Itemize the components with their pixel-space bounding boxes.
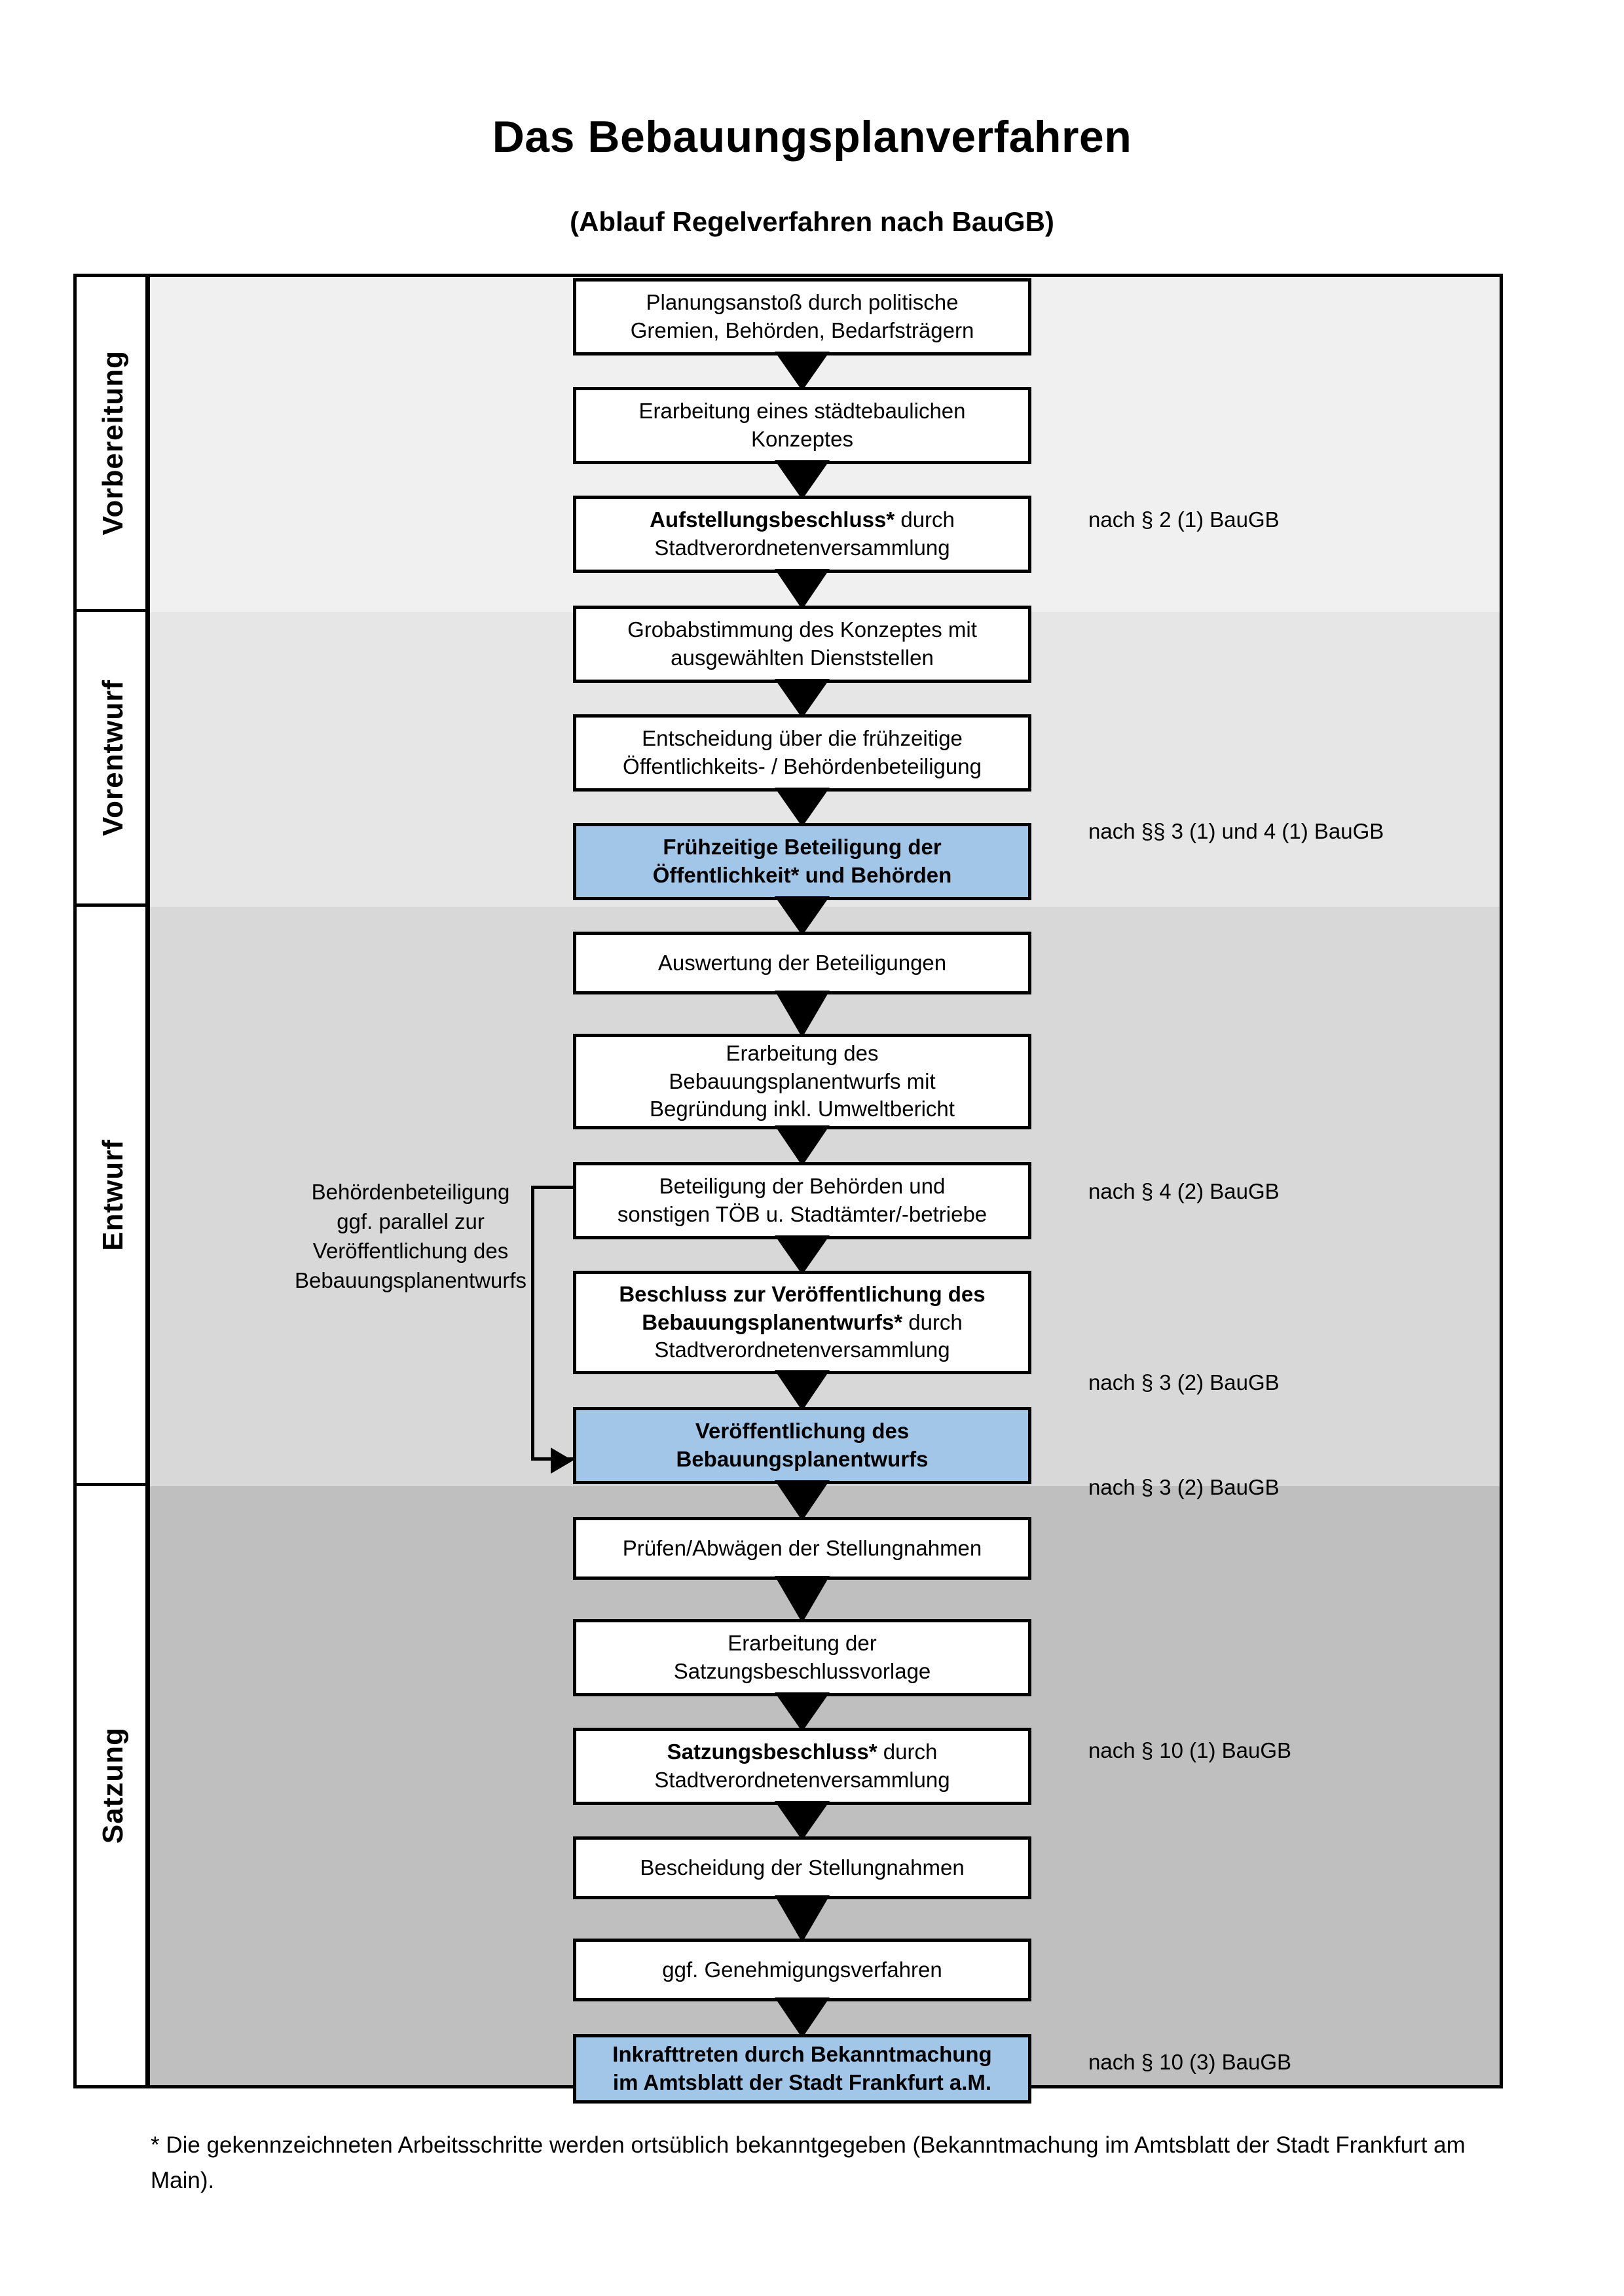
phase-label-vorentwurf: Vorentwurf — [97, 680, 129, 836]
flow-arrow-bescheidung-stellungnahmen — [775, 1895, 830, 1942]
phase-cell-satzung: Satzung — [77, 1486, 150, 2085]
flow-arrow-satzungsbeschluss — [775, 1801, 830, 1840]
flow-arrow-satzungsbeschlussvorlage — [775, 1692, 830, 1732]
phase-cell-vorentwurf: Vorentwurf — [77, 612, 150, 907]
phase-label-vorbereitung: Vorbereitung — [97, 350, 129, 536]
flow-arrow-pruefen-abwaegen — [775, 1576, 830, 1623]
page-subtitle: (Ablauf Regelverfahren nach BauGB) — [570, 206, 1054, 237]
step-box-bescheidung-stellungnahmen[interactable]: Bescheidung der Stellungnahmen — [573, 1836, 1031, 1899]
legal-reference-ref-par2-1: nach § 2 (1) BauGB — [1088, 507, 1280, 532]
legal-reference-ref-par3-2-b: nach § 3 (2) BauGB — [1088, 1475, 1280, 1499]
side-note-line: Behördenbeteiligung — [311, 1180, 510, 1204]
step-box-text: Auswertung der Beteiligungen — [657, 950, 947, 975]
step-box-text: ggf. Genehmigungsverfahren — [662, 1957, 942, 1982]
step-box-auswertung-beteiligungen[interactable]: Auswertung der Beteiligungen — [573, 932, 1031, 994]
flow-arrow-grobabstimmung — [775, 679, 830, 718]
legal-reference-ref-par10-3: nach § 10 (3) BauGB — [1088, 2050, 1292, 2074]
phase-cell-vorbereitung: Vorbereitung — [77, 277, 150, 612]
side-note-line: Veröffentlichung des — [312, 1238, 509, 1263]
side-note-line: Bebauungsplanentwurfs — [294, 1267, 527, 1292]
phase-label-entwurf: Entwurf — [97, 1139, 129, 1251]
flow-arrow-genehmigungsverfahren — [775, 1997, 830, 2038]
flow-arrow-fruehzeitige-beteiligung — [775, 896, 830, 936]
legal-reference-ref-par10-1: nach § 10 (1) BauGB — [1088, 1738, 1292, 1762]
flow-arrow-planungsanstoss — [775, 352, 830, 391]
legal-reference-ref-par4-2: nach § 4 (2) BauGB — [1088, 1179, 1280, 1203]
flow-arrow-veroeffentlichung-bplan-entwurf — [775, 1480, 830, 1521]
parallel-connector-line — [531, 1186, 573, 1461]
legal-reference-ref-par3-1-4-1: nach §§ 3 (1) und 4 (1) BauGB — [1088, 819, 1384, 843]
phase-cell-entwurf: Entwurf — [77, 907, 150, 1486]
flow-arrow-beteiligung-behoerden-toeb — [775, 1235, 830, 1275]
legal-reference-ref-par3-2-a: nach § 3 (2) BauGB — [1088, 1370, 1280, 1394]
flow-arrow-aufstellungsbeschluss — [775, 569, 830, 610]
flow-arrow-staedtebauliches-konzept — [775, 460, 830, 500]
step-box-text: Prüfen/Abwägen der Stellungnahmen — [622, 1535, 982, 1560]
step-box-text: Bescheidung der Stellungnahmen — [640, 1855, 965, 1880]
phase-label-satzung: Satzung — [97, 1727, 129, 1844]
parallel-connector-arrowhead — [551, 1448, 573, 1474]
flow-arrow-beschluss-veroeffentlichung — [775, 1370, 830, 1411]
flow-arrow-erarbeitung-bplan-entwurf — [775, 1125, 830, 1166]
step-box-pruefen-abwaegen[interactable]: Prüfen/Abwägen der Stellungnahmen — [573, 1517, 1031, 1580]
page-title: Das Bebauungsplanverfahren — [492, 112, 1132, 162]
flow-arrow-entscheidung-fruehzeitige-beteiligung — [775, 788, 830, 827]
footnote-text: * Die gekennzeichneten Arbeitsschritte w… — [151, 2132, 1466, 2194]
step-box-genehmigungsverfahren[interactable]: ggf. Genehmigungsverfahren — [573, 1939, 1031, 2001]
flow-arrow-auswertung-beteiligungen — [775, 991, 830, 1038]
side-note-line: ggf. parallel zur — [337, 1209, 485, 1233]
